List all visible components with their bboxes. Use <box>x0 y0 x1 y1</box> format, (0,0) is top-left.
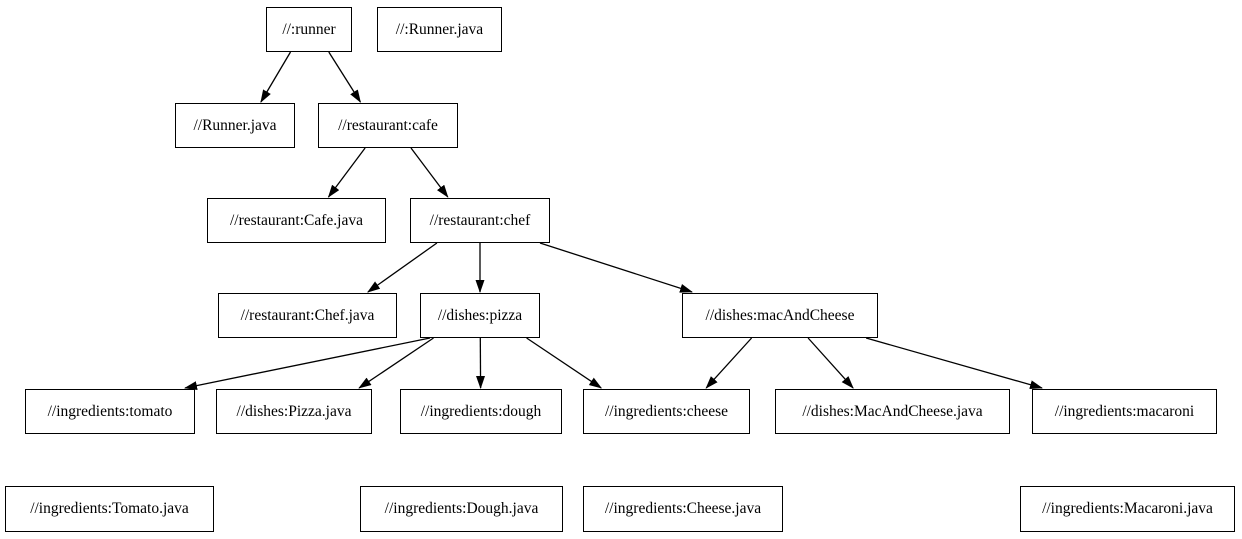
graph-edge-pizza-to-cheese <box>526 337 603 389</box>
graph-edge-chef-to-chef_java <box>367 242 438 293</box>
graph-node-dough: //ingredients:dough <box>400 389 562 434</box>
graph-node-pizza: //dishes:pizza <box>420 293 540 338</box>
graph-node-mac: //dishes:macAndCheese <box>682 293 878 338</box>
graph-node-macaroni_java: //ingredients:Macaroni.java <box>1020 486 1235 532</box>
graph-edge-cafe-to-chef <box>410 147 449 198</box>
graph-node-cafe: //restaurant:cafe <box>318 103 458 148</box>
graph-node-cheese: //ingredients:cheese <box>583 389 750 434</box>
graph-edge-chef-to-mac <box>539 242 693 293</box>
graph-edge-pizza-to-pizza_java <box>358 337 434 389</box>
graph-node-cheese_java: //ingredients:Cheese.java <box>583 486 783 532</box>
graph-edge-runner-to-runner_java <box>260 51 292 103</box>
graph-node-tomato_java: //ingredients:Tomato.java <box>5 486 214 532</box>
graph-node-runner_java: //Runner.java <box>175 103 295 148</box>
graph-node-cafe_java: //restaurant:Cafe.java <box>207 198 386 243</box>
graph-node-pizza_java: //dishes:Pizza.java <box>216 389 372 434</box>
graph-edge-cafe-to-cafe_java <box>327 147 366 198</box>
graph-node-runner: //:runner <box>266 7 352 52</box>
graph-edge-runner-to-cafe <box>328 51 361 103</box>
graph-node-runner_java_root: //:Runner.java <box>377 7 502 52</box>
graph-node-dough_java: //ingredients:Dough.java <box>360 486 563 532</box>
graph-edge-pizza-to-tomato <box>184 337 431 391</box>
graph-edge-mac-to-mac_java <box>807 337 854 389</box>
graph-edge-mac-to-cheese <box>705 337 753 389</box>
graph-node-chef: //restaurant:chef <box>410 198 550 243</box>
graph-node-chef_java: //restaurant:Chef.java <box>218 293 397 338</box>
graph-node-tomato: //ingredients:tomato <box>25 389 195 434</box>
graph-node-macaroni: //ingredients:macaroni <box>1032 389 1217 434</box>
graph-node-mac_java: //dishes:MacAndCheese.java <box>775 389 1010 434</box>
graph-edge-mac-to-macaroni <box>865 337 1043 390</box>
